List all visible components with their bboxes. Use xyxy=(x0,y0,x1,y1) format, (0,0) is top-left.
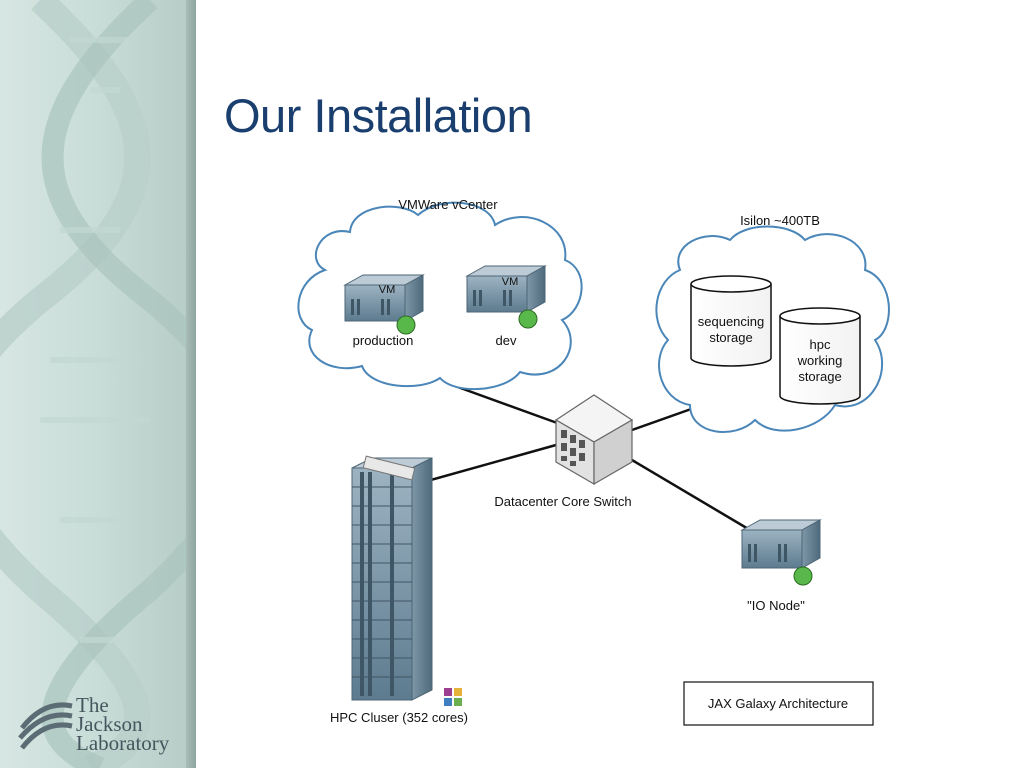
vm-dev-label: dev xyxy=(496,333,517,348)
page-title: Our Installation xyxy=(224,89,533,142)
logo-wordmark: The Jackson Laboratory xyxy=(76,693,170,755)
storage-label: storage xyxy=(709,330,752,345)
caption-box xyxy=(683,681,874,726)
sidebar-decoration xyxy=(0,0,186,768)
green-status-icon xyxy=(518,309,538,329)
cloud-shape xyxy=(297,201,583,390)
logo-line: The xyxy=(76,693,109,717)
caption-text: JAX Galaxy Architecture xyxy=(708,696,848,711)
link-vcenter-switch xyxy=(454,384,561,426)
centos-logo-icon xyxy=(444,688,462,706)
hpc-label: HPC Cluser (352 cores) xyxy=(330,710,468,725)
server-icon xyxy=(343,274,425,335)
logo-line: Jackson xyxy=(76,712,143,736)
green-status-icon xyxy=(396,315,416,335)
storage-label: storage xyxy=(798,369,841,384)
vcenter-label: VMWare vCenter xyxy=(398,197,498,212)
network-switch-icon xyxy=(554,394,634,486)
switch-label: Datacenter Core Switch xyxy=(494,494,631,509)
link-switch-ionode xyxy=(631,458,751,532)
database-cylinder-icon xyxy=(690,275,772,367)
vm-badge: VM xyxy=(379,284,396,296)
isilon-label: Isilon ~400TB xyxy=(740,213,820,228)
server-icon xyxy=(740,519,822,586)
storage-label: sequencing xyxy=(698,314,765,329)
sidebar-edge xyxy=(186,0,196,768)
link-switch-isilon xyxy=(631,406,695,432)
server-icon xyxy=(465,265,547,329)
storage-label: working xyxy=(797,353,843,368)
vcenter-cloud xyxy=(297,201,583,390)
database-cylinder-icon xyxy=(779,307,861,405)
jackson-lab-logo-icon xyxy=(14,698,74,763)
logo-line: Laboratory xyxy=(76,731,170,755)
green-status-icon xyxy=(793,566,813,586)
vm-badge: VM xyxy=(502,276,519,288)
io-node-label: "IO Node" xyxy=(747,598,805,613)
vm-production-label: production xyxy=(353,333,414,348)
dna-helix-icon xyxy=(0,0,186,768)
storage-label: hpc xyxy=(810,337,831,352)
hpc-rack-icon xyxy=(351,455,433,701)
